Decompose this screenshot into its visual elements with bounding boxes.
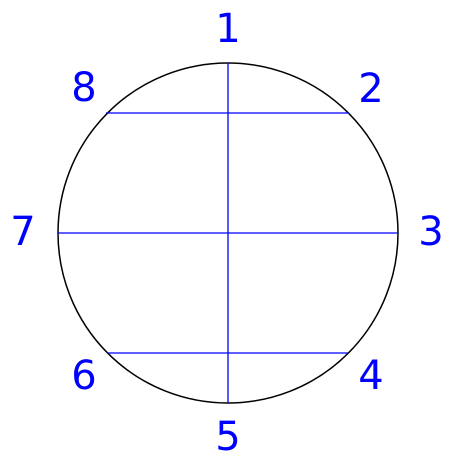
point-label-4: 4 — [358, 353, 383, 399]
point-label-1: 1 — [215, 6, 240, 52]
point-label-5: 5 — [215, 414, 240, 460]
point-label-6: 6 — [71, 353, 96, 399]
point-label-2: 2 — [358, 66, 383, 112]
point-label-3: 3 — [418, 209, 443, 255]
point-label-7: 7 — [10, 209, 35, 255]
point-label-8: 8 — [71, 65, 96, 111]
